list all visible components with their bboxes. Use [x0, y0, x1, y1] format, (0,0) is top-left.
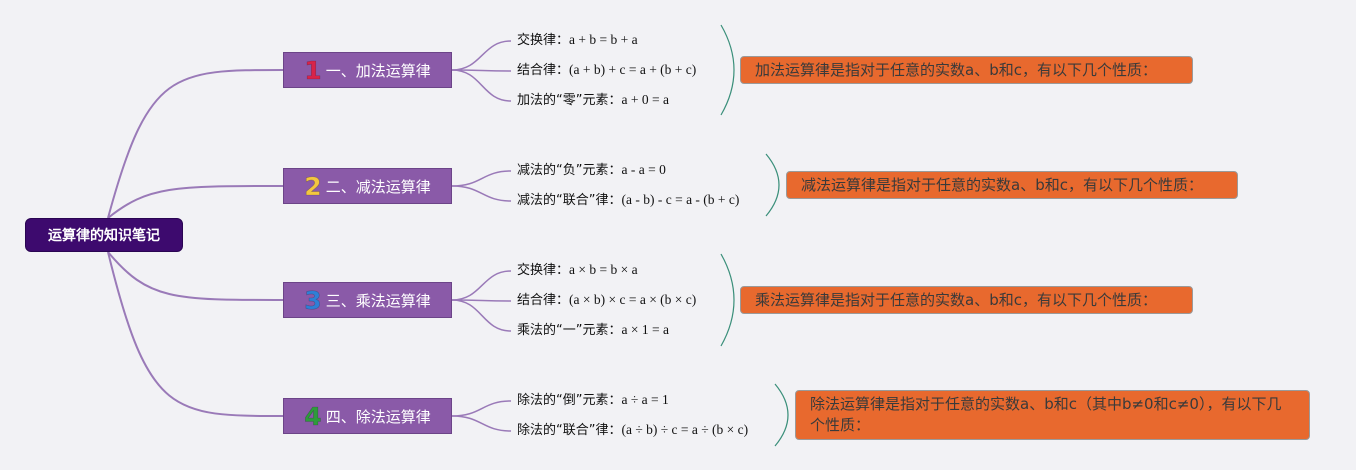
branch-connector — [451, 185, 512, 202]
branch-connector — [451, 415, 512, 432]
rule-formula: a + 0 = a — [621, 92, 669, 107]
rule-item[interactable]: 结合律：(a × b) × c = a × (b × c) — [517, 292, 696, 309]
summary-note-text: 减法运算律是指对于任意的实数a、b和c，有以下几个性质： — [801, 175, 1203, 194]
rule-item[interactable]: 交换律：a + b = b + a — [517, 32, 638, 49]
summary-note-4[interactable]: 除法运算律是指对于任意的实数a、b和c（其中b≠0和c≠0），有以下几个性质： — [795, 390, 1310, 440]
branch-connector — [451, 69, 512, 102]
rule-item[interactable]: 加法的“零”元素：a + 0 = a — [517, 92, 669, 109]
rule-item[interactable]: 乘法的“一”元素：a × 1 = a — [517, 322, 669, 339]
summary-note-text: 除法运算律是指对于任意的实数a、b和c（其中b≠0和c≠0），有以下几个性质： — [810, 395, 1282, 434]
branch-connector — [451, 400, 512, 417]
branch-label: 四、除法运算律 — [325, 407, 431, 426]
rule-name: 结合律： — [517, 293, 570, 308]
rule-name: 交换律： — [517, 263, 570, 278]
root-connector — [107, 251, 284, 301]
group-bracket — [720, 253, 735, 347]
rule-formula: (a ÷ b) ÷ c = a ÷ (b × c) — [621, 422, 749, 437]
rule-item[interactable]: 减法的“联合”律：(a - b) - c = a - (b + c) — [517, 192, 739, 209]
rule-name: 除法的“倒”元素： — [517, 393, 622, 408]
root-connector — [107, 185, 284, 219]
summary-note-1[interactable]: 加法运算律是指对于任意的实数a、b和c，有以下几个性质： — [740, 56, 1193, 84]
rule-name: 减法的“负”元素： — [517, 163, 622, 178]
root-connector — [107, 251, 284, 417]
rule-formula: (a - b) - c = a - (b + c) — [621, 192, 740, 207]
branch-connector — [451, 270, 512, 301]
branch-connector — [451, 40, 512, 71]
rule-name: 结合律： — [517, 63, 570, 78]
branch-connector — [451, 170, 512, 187]
summary-note-text: 乘法运算律是指对于任意的实数a、b和c，有以下几个性质： — [755, 290, 1157, 309]
group-bracket — [765, 153, 780, 217]
branch-label: 三、乘法运算律 — [325, 291, 431, 310]
branch-number-1: 1 — [304, 55, 322, 85]
root-node[interactable]: 运算律的知识笔记 — [25, 218, 183, 252]
rule-formula: a ÷ a = 1 — [621, 392, 669, 407]
branch-label: 一、加法运算律 — [325, 61, 431, 80]
summary-note-text: 加法运算律是指对于任意的实数a、b和c，有以下几个性质： — [755, 60, 1157, 79]
rule-item[interactable]: 除法的“倒”元素：a ÷ a = 1 — [517, 392, 669, 409]
group-bracket — [720, 24, 735, 116]
branch-number-3: 3 — [304, 285, 322, 315]
branch-number-4: 4 — [304, 401, 322, 431]
rule-name: 除法的“联合”律： — [517, 423, 622, 438]
rule-formula: a + b = b + a — [569, 32, 638, 47]
summary-note-2[interactable]: 减法运算律是指对于任意的实数a、b和c，有以下几个性质： — [786, 171, 1238, 199]
rule-name: 交换律： — [517, 33, 570, 48]
rule-item[interactable]: 除法的“联合”律：(a ÷ b) ÷ c = a ÷ (b × c) — [517, 422, 748, 439]
rule-formula: a - a = 0 — [621, 162, 666, 177]
branch-connector — [451, 299, 512, 332]
rule-formula: (a + b) + c = a + (b + c) — [569, 62, 697, 77]
branch-number-2: 2 — [304, 171, 322, 201]
branch-label: 二、减法运算律 — [325, 177, 431, 196]
rule-item[interactable]: 结合律：(a + b) + c = a + (b + c) — [517, 62, 696, 79]
summary-note-3[interactable]: 乘法运算律是指对于任意的实数a、b和c，有以下几个性质： — [740, 286, 1193, 314]
group-bracket — [774, 383, 789, 447]
root-connector — [107, 69, 284, 219]
rule-name: 减法的“联合”律： — [517, 193, 622, 208]
rule-item[interactable]: 交换律：a × b = b × a — [517, 262, 638, 279]
rule-name: 乘法的“一”元素： — [517, 323, 622, 338]
root-label: 运算律的知识笔记 — [48, 228, 160, 244]
rule-formula: a × b = b × a — [569, 262, 638, 277]
rule-name: 加法的“零”元素： — [517, 93, 622, 108]
rule-item[interactable]: 减法的“负”元素：a - a = 0 — [517, 162, 666, 179]
rule-formula: a × 1 = a — [621, 322, 669, 337]
rule-formula: (a × b) × c = a × (b × c) — [569, 292, 697, 307]
